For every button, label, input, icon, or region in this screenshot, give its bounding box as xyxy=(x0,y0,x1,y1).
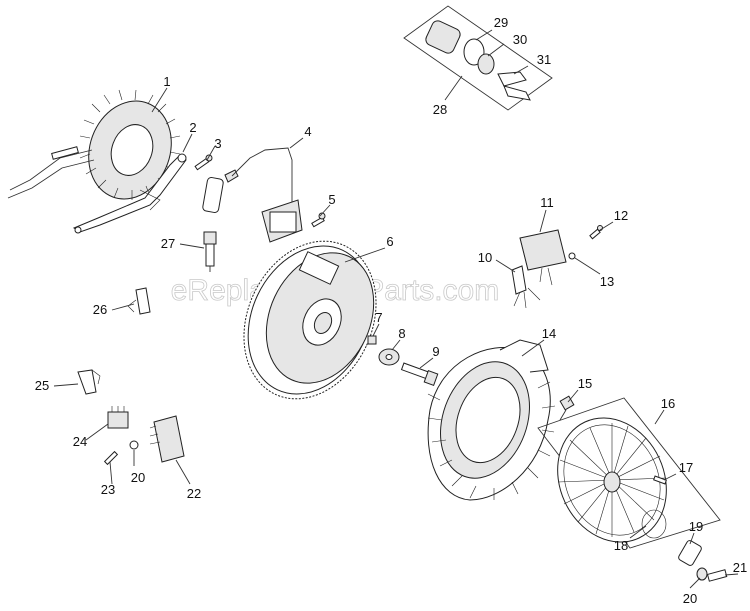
callout-13: 13 xyxy=(600,274,614,289)
callout-8: 8 xyxy=(398,326,405,341)
callout-31: 31 xyxy=(537,52,551,67)
callout-22: 22 xyxy=(187,486,201,501)
leader-lines xyxy=(53,29,739,589)
callout-20-right: 20 xyxy=(683,591,697,606)
callout-20-left: 20 xyxy=(131,470,145,485)
callout-9: 9 xyxy=(432,344,439,359)
screw-12-part xyxy=(589,225,603,240)
screw-5-part xyxy=(311,212,326,228)
callout-29: 29 xyxy=(494,15,508,30)
bolt-21-part xyxy=(706,569,728,582)
callout-6: 6 xyxy=(386,234,393,249)
bracket-26-part xyxy=(127,287,151,315)
spark-plug-part xyxy=(203,231,217,272)
module-part xyxy=(511,229,567,309)
ignition-coil-part xyxy=(202,147,303,243)
screw-17-part xyxy=(653,475,667,485)
spacer-19-part xyxy=(678,540,702,566)
callout-15: 15 xyxy=(578,376,592,391)
callout-24: 24 xyxy=(73,434,87,449)
callout-25: 25 xyxy=(35,378,49,393)
callout-16: 16 xyxy=(661,396,675,411)
stator-bracket-part xyxy=(72,153,187,234)
callout-5: 5 xyxy=(328,192,335,207)
key-switch-group xyxy=(403,5,553,111)
washer-20-part xyxy=(696,567,708,581)
callout-21: 21 xyxy=(733,560,747,575)
decal-18-part xyxy=(641,509,667,539)
callout-12: 12 xyxy=(614,208,628,223)
callout-1: 1 xyxy=(163,74,170,89)
callout-4: 4 xyxy=(304,124,311,139)
callout-30: 30 xyxy=(513,32,527,47)
key-7-part xyxy=(367,335,377,345)
washer-13-part xyxy=(568,252,576,260)
stator-part xyxy=(7,89,181,200)
callout-26: 26 xyxy=(93,302,107,317)
screen-assembly-group xyxy=(537,397,721,549)
screw-3-part xyxy=(194,154,213,171)
callout-23: 23 xyxy=(101,482,115,497)
callout-19: 19 xyxy=(689,519,703,534)
callout-11: 11 xyxy=(540,195,554,210)
blower-housing-part xyxy=(427,339,556,501)
callout-10: 10 xyxy=(478,250,492,265)
callout-14: 14 xyxy=(542,326,556,341)
callout-28: 28 xyxy=(433,102,447,117)
callout-27: 27 xyxy=(161,236,175,251)
washer-20-left-part xyxy=(129,440,139,450)
callout-labels: 1 2 3 4 5 6 7 8 9 10 11 12 13 14 15 16 1… xyxy=(35,15,747,606)
bracket-25-part xyxy=(77,369,101,395)
rectifier-22-part xyxy=(149,415,185,463)
callout-18: 18 xyxy=(614,538,628,553)
callout-7: 7 xyxy=(375,310,382,325)
screw-23-part xyxy=(103,450,119,466)
bolt-9-part xyxy=(400,362,439,386)
block-24-part xyxy=(107,406,129,429)
flywheel-part xyxy=(243,240,377,400)
washer-8-part xyxy=(378,348,400,366)
callout-2: 2 xyxy=(189,120,196,135)
callout-17: 17 xyxy=(679,460,693,475)
callout-3: 3 xyxy=(214,136,221,151)
